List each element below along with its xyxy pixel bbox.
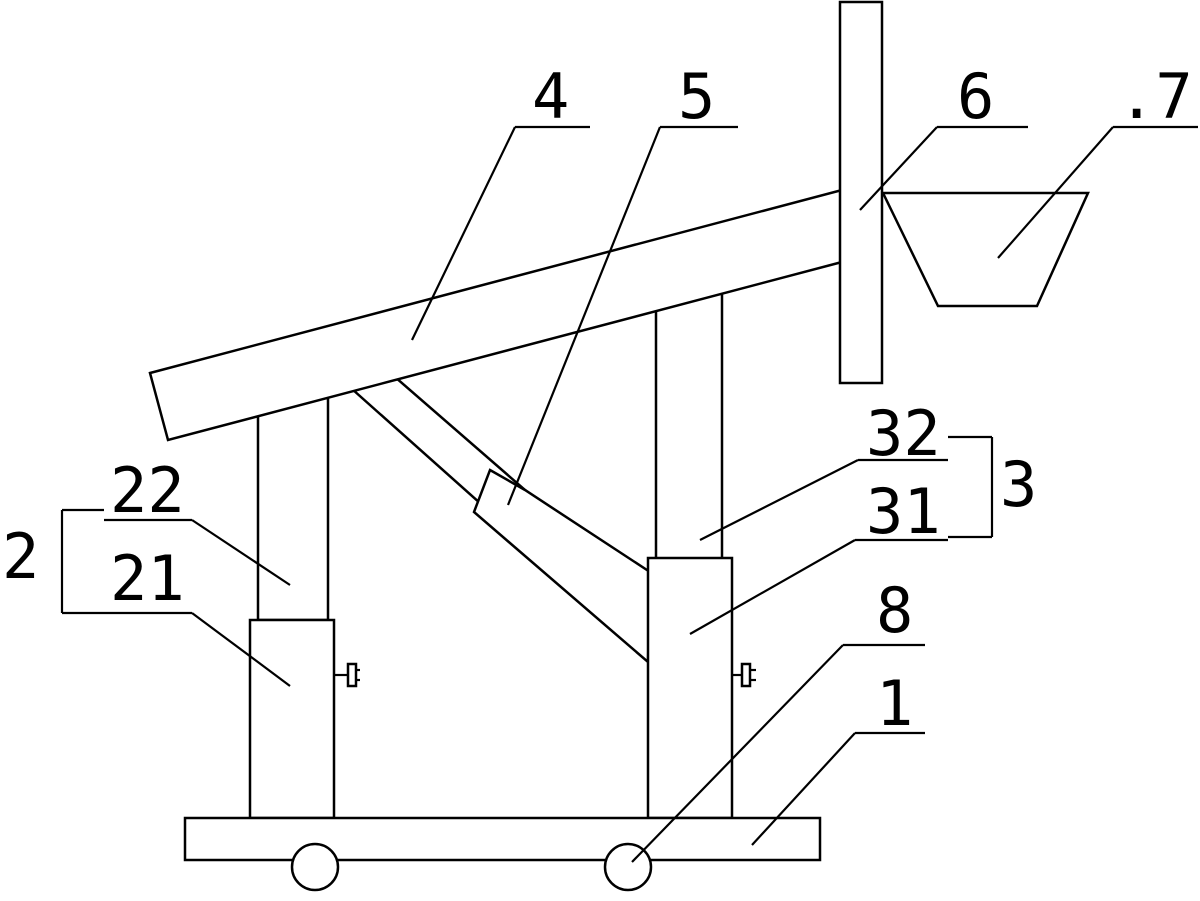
left-inner-post <box>256 396 330 622</box>
cylinder-assembly <box>349 375 652 665</box>
reference-labels: 4 5 6 .7 32 3 31 8 1 22 2 21 <box>2 60 1193 740</box>
cylinder-barrel <box>472 468 652 665</box>
base-plate <box>183 816 822 862</box>
leader-lines <box>104 125 1198 863</box>
label-3: 3 <box>1000 448 1037 521</box>
hopper <box>881 191 1090 308</box>
label-32: 32 <box>866 397 941 470</box>
label-22: 22 <box>110 454 185 527</box>
label-1: 1 <box>876 667 913 740</box>
label-4: 4 <box>532 60 569 133</box>
left-outer-sleeve <box>248 618 336 820</box>
bracket-group-3 <box>948 435 994 539</box>
sloped-beam <box>148 188 844 442</box>
label-7: .7 <box>1118 60 1193 133</box>
label-6: 6 <box>957 60 994 133</box>
right-outer-sleeve <box>646 556 734 820</box>
label-2: 2 <box>2 520 39 593</box>
left-locking-bolt <box>334 662 360 688</box>
wheel-left <box>290 842 340 892</box>
right-inner-post <box>654 288 724 562</box>
right-locking-bolt <box>732 662 756 688</box>
label-5: 5 <box>678 60 715 133</box>
label-8: 8 <box>876 574 913 647</box>
label-31: 31 <box>866 475 941 548</box>
bracket-group-2 <box>60 508 104 615</box>
label-21: 21 <box>110 542 185 615</box>
